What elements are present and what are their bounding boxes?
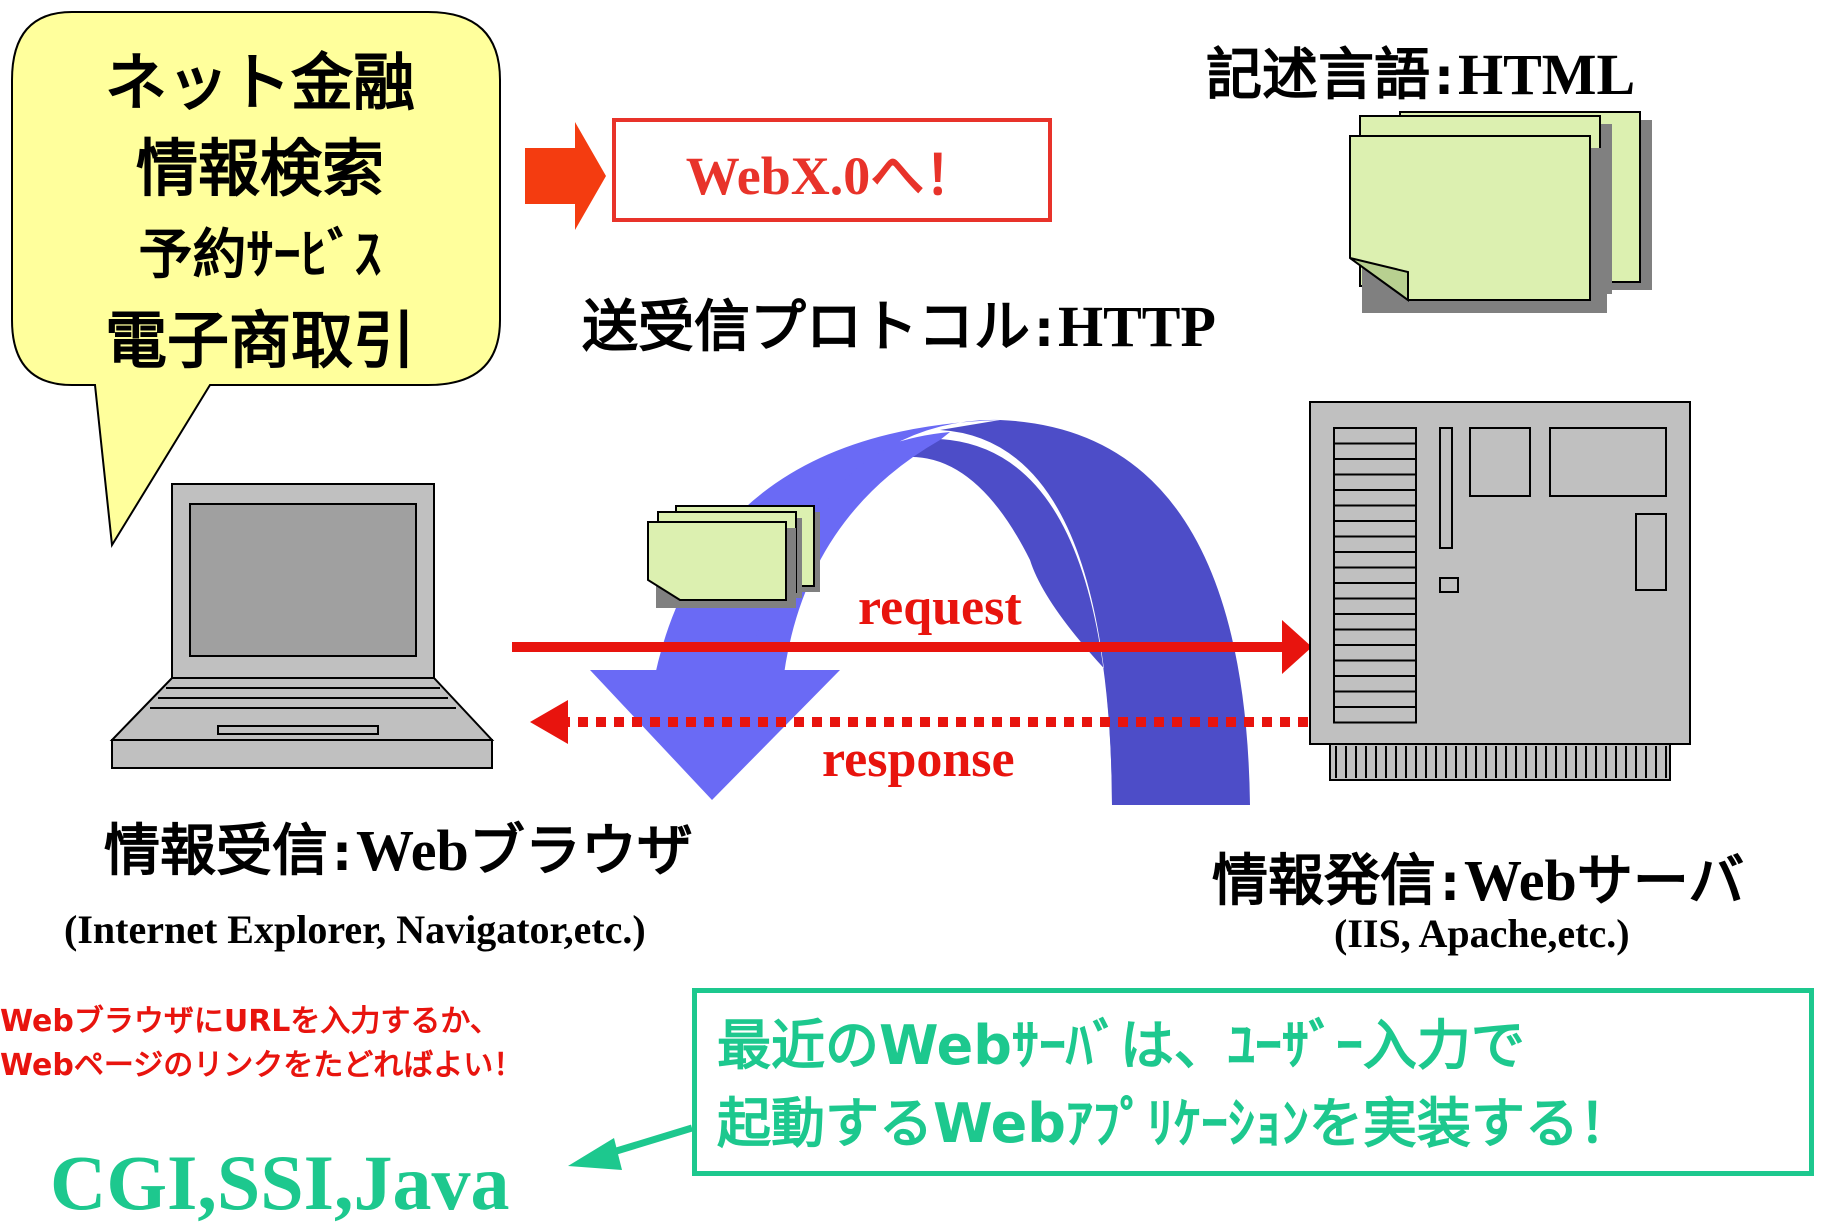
server-vent-slot [1333,504,1417,522]
small-document-stack-icon [647,505,820,608]
browser-label: 情報受信:Webブラウザ [104,818,693,884]
bubble-line-reservation: 予約ｻｰﾋﾞｽ [138,223,382,286]
speech-bubble [11,11,501,549]
server-vent-slot [1333,613,1417,631]
server-vent-slot [1333,628,1417,646]
server-vent-slot [1333,566,1417,584]
server-vent-slot [1333,520,1417,538]
server-vent-slot [1333,442,1417,460]
server-examples: (IIS, Apache,etc.) [1334,911,1630,956]
webx-box: WebX.0へ！ [612,118,1052,222]
laptop-client-icon [109,483,495,769]
server-vent-slot [1333,473,1417,491]
server-label: 情報発信:Webサーバ [1212,848,1745,914]
note-line-2: Webページのリンクをたどればよい！ [0,1048,524,1083]
webapp-box: 最近のWebｻｰﾊﾞは、ﾕｰｻﾞｰ入力で 起動するWebｱﾌﾟﾘｹｰｼｮﾝを実装… [692,988,1814,1176]
arrow-to-tech-icon [568,1124,694,1170]
webapp-line-1: 最近のWebｻｰﾊﾞは、ﾕｰｻﾞｰ入力で [717,1014,1525,1077]
browser-examples: (Internet Explorer, Navigator,etc.) [64,907,646,952]
server-vent-slot [1333,535,1417,553]
server-vent-slot [1333,597,1417,615]
html-document-stack-icon [1349,111,1652,313]
bubble-text: ネット金融 情報検索 予約ｻｰﾋﾞｽ 電子商取引 [40,40,480,384]
bubble-line-info-search: 情報検索 [135,132,384,205]
server-vent-slot [1333,458,1417,476]
bubble-line-net-finance: ネット金融 [104,46,415,119]
server-vent-slot [1333,582,1417,600]
browser-usage-note: WebブラウザにURLを入力するか、 Webページのリンクをたどればよい！ [0,1000,523,1088]
webx-label: WebX.0へ！ [685,145,979,206]
request-arrow-icon [512,620,1312,674]
arrow-to-webx-icon [525,122,606,230]
server-vent-slot [1333,427,1417,445]
server-vent-slot [1333,659,1417,677]
tech-list-label: CGI,SSI,Java [50,1139,510,1226]
http-protocol-label: 送受信プロトコル:HTTP [582,294,1216,360]
bubble-line-ecommerce: 電子商取引 [104,304,415,377]
server-vent-slot [1333,644,1417,662]
response-arrow-icon [530,700,1308,744]
server-vent-slot [1333,489,1417,507]
html-language-label: 記述言語:HTML [1206,42,1636,108]
server-vent-slot [1333,551,1417,569]
webapp-line-2: 起動するWebｱﾌﾟﾘｹｰｼｮﾝを実装する！ [717,1092,1633,1155]
request-label: request [858,579,1022,636]
server-vent-slot [1333,675,1417,693]
server-vent-slot [1333,706,1417,724]
note-line-1: WebブラウザにURLを入力するか、 [0,1004,500,1039]
web-server-icon [1309,401,1691,781]
request-response-arch-arrow-icon [590,419,1250,805]
server-vent-slot [1333,690,1417,708]
response-label: response [822,731,1015,788]
